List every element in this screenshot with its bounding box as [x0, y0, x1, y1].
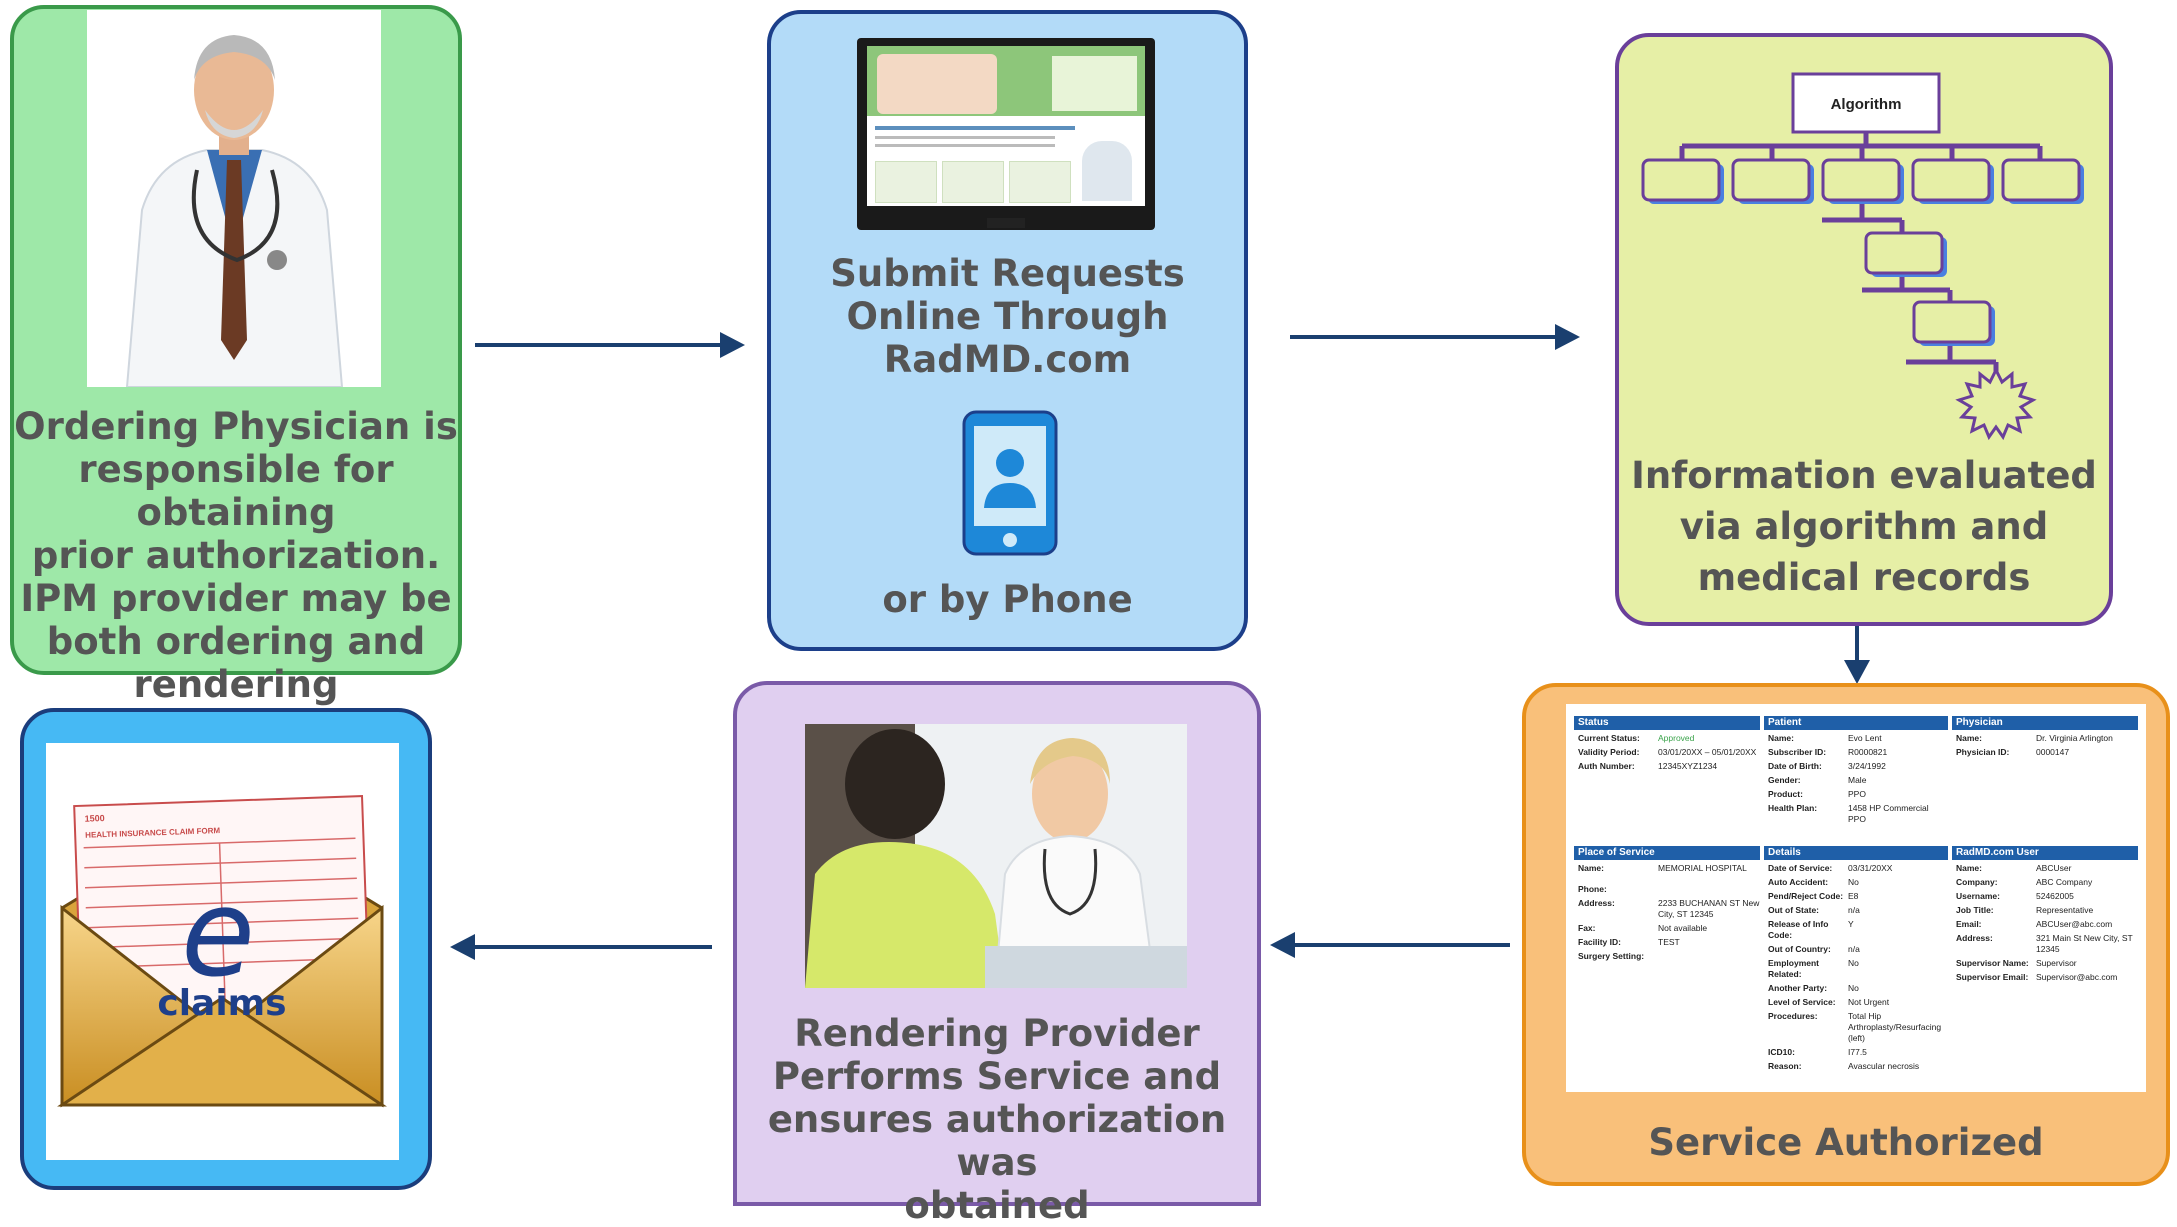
arrow-right-2 — [1290, 324, 1580, 350]
authorization-form: Status Current Status:Approved Validity … — [1566, 704, 2146, 1092]
patient-section: Patient Name:Evo Lent Subscriber ID:R000… — [1764, 716, 1948, 825]
physician-section: Physician Name:Dr. Virginia Arlington Ph… — [1952, 716, 2138, 758]
physician-photo — [87, 10, 381, 387]
information-evaluated-caption: Information evaluated via algorithm and … — [1631, 454, 2097, 599]
phone-caption: or by Phone — [882, 578, 1133, 621]
claim-form-badge: 1500 — [84, 813, 104, 824]
service-authorized-caption: Service Authorized — [1648, 1121, 2044, 1164]
ordering-physician-caption: Ordering Physician is responsible for ob… — [14, 405, 458, 706]
starburst-icon — [1955, 366, 2037, 441]
place-of-service-section: Place of Service Name:MEMORIAL HOSPITAL … — [1574, 846, 1760, 962]
arrow-left-1 — [1270, 932, 1510, 958]
arrow-right-1 — [475, 332, 745, 358]
claims-label: claims — [157, 983, 286, 1024]
arrow-down — [1844, 626, 1870, 684]
details-section: Details Date of Service:03/31/20XX Auto … — [1764, 846, 1948, 1072]
consultation-photo — [805, 724, 1187, 988]
submit-requests-caption: Submit Requests Online Through RadMD.com — [830, 252, 1185, 381]
rendering-provider-caption: Rendering Provider Performs Service and … — [767, 1012, 1227, 1227]
algorithm-flowchart: Algorithm — [1641, 72, 2084, 441]
radmd-user-section: RadMD.com User Name:ABCUser Company:ABC … — [1952, 846, 2138, 983]
arrow-left-2 — [450, 934, 712, 960]
phone-icon — [962, 410, 1058, 556]
radmd-monitor — [857, 38, 1155, 230]
status-section: Status Current Status:Approved Validity … — [1574, 716, 1760, 772]
algorithm-label: Algorithm — [1831, 96, 1902, 113]
e-letter: e — [181, 865, 255, 1004]
eclaims-panel: 1500 HEALTH INSURANCE CLAIM FORM e claim… — [46, 743, 399, 1160]
